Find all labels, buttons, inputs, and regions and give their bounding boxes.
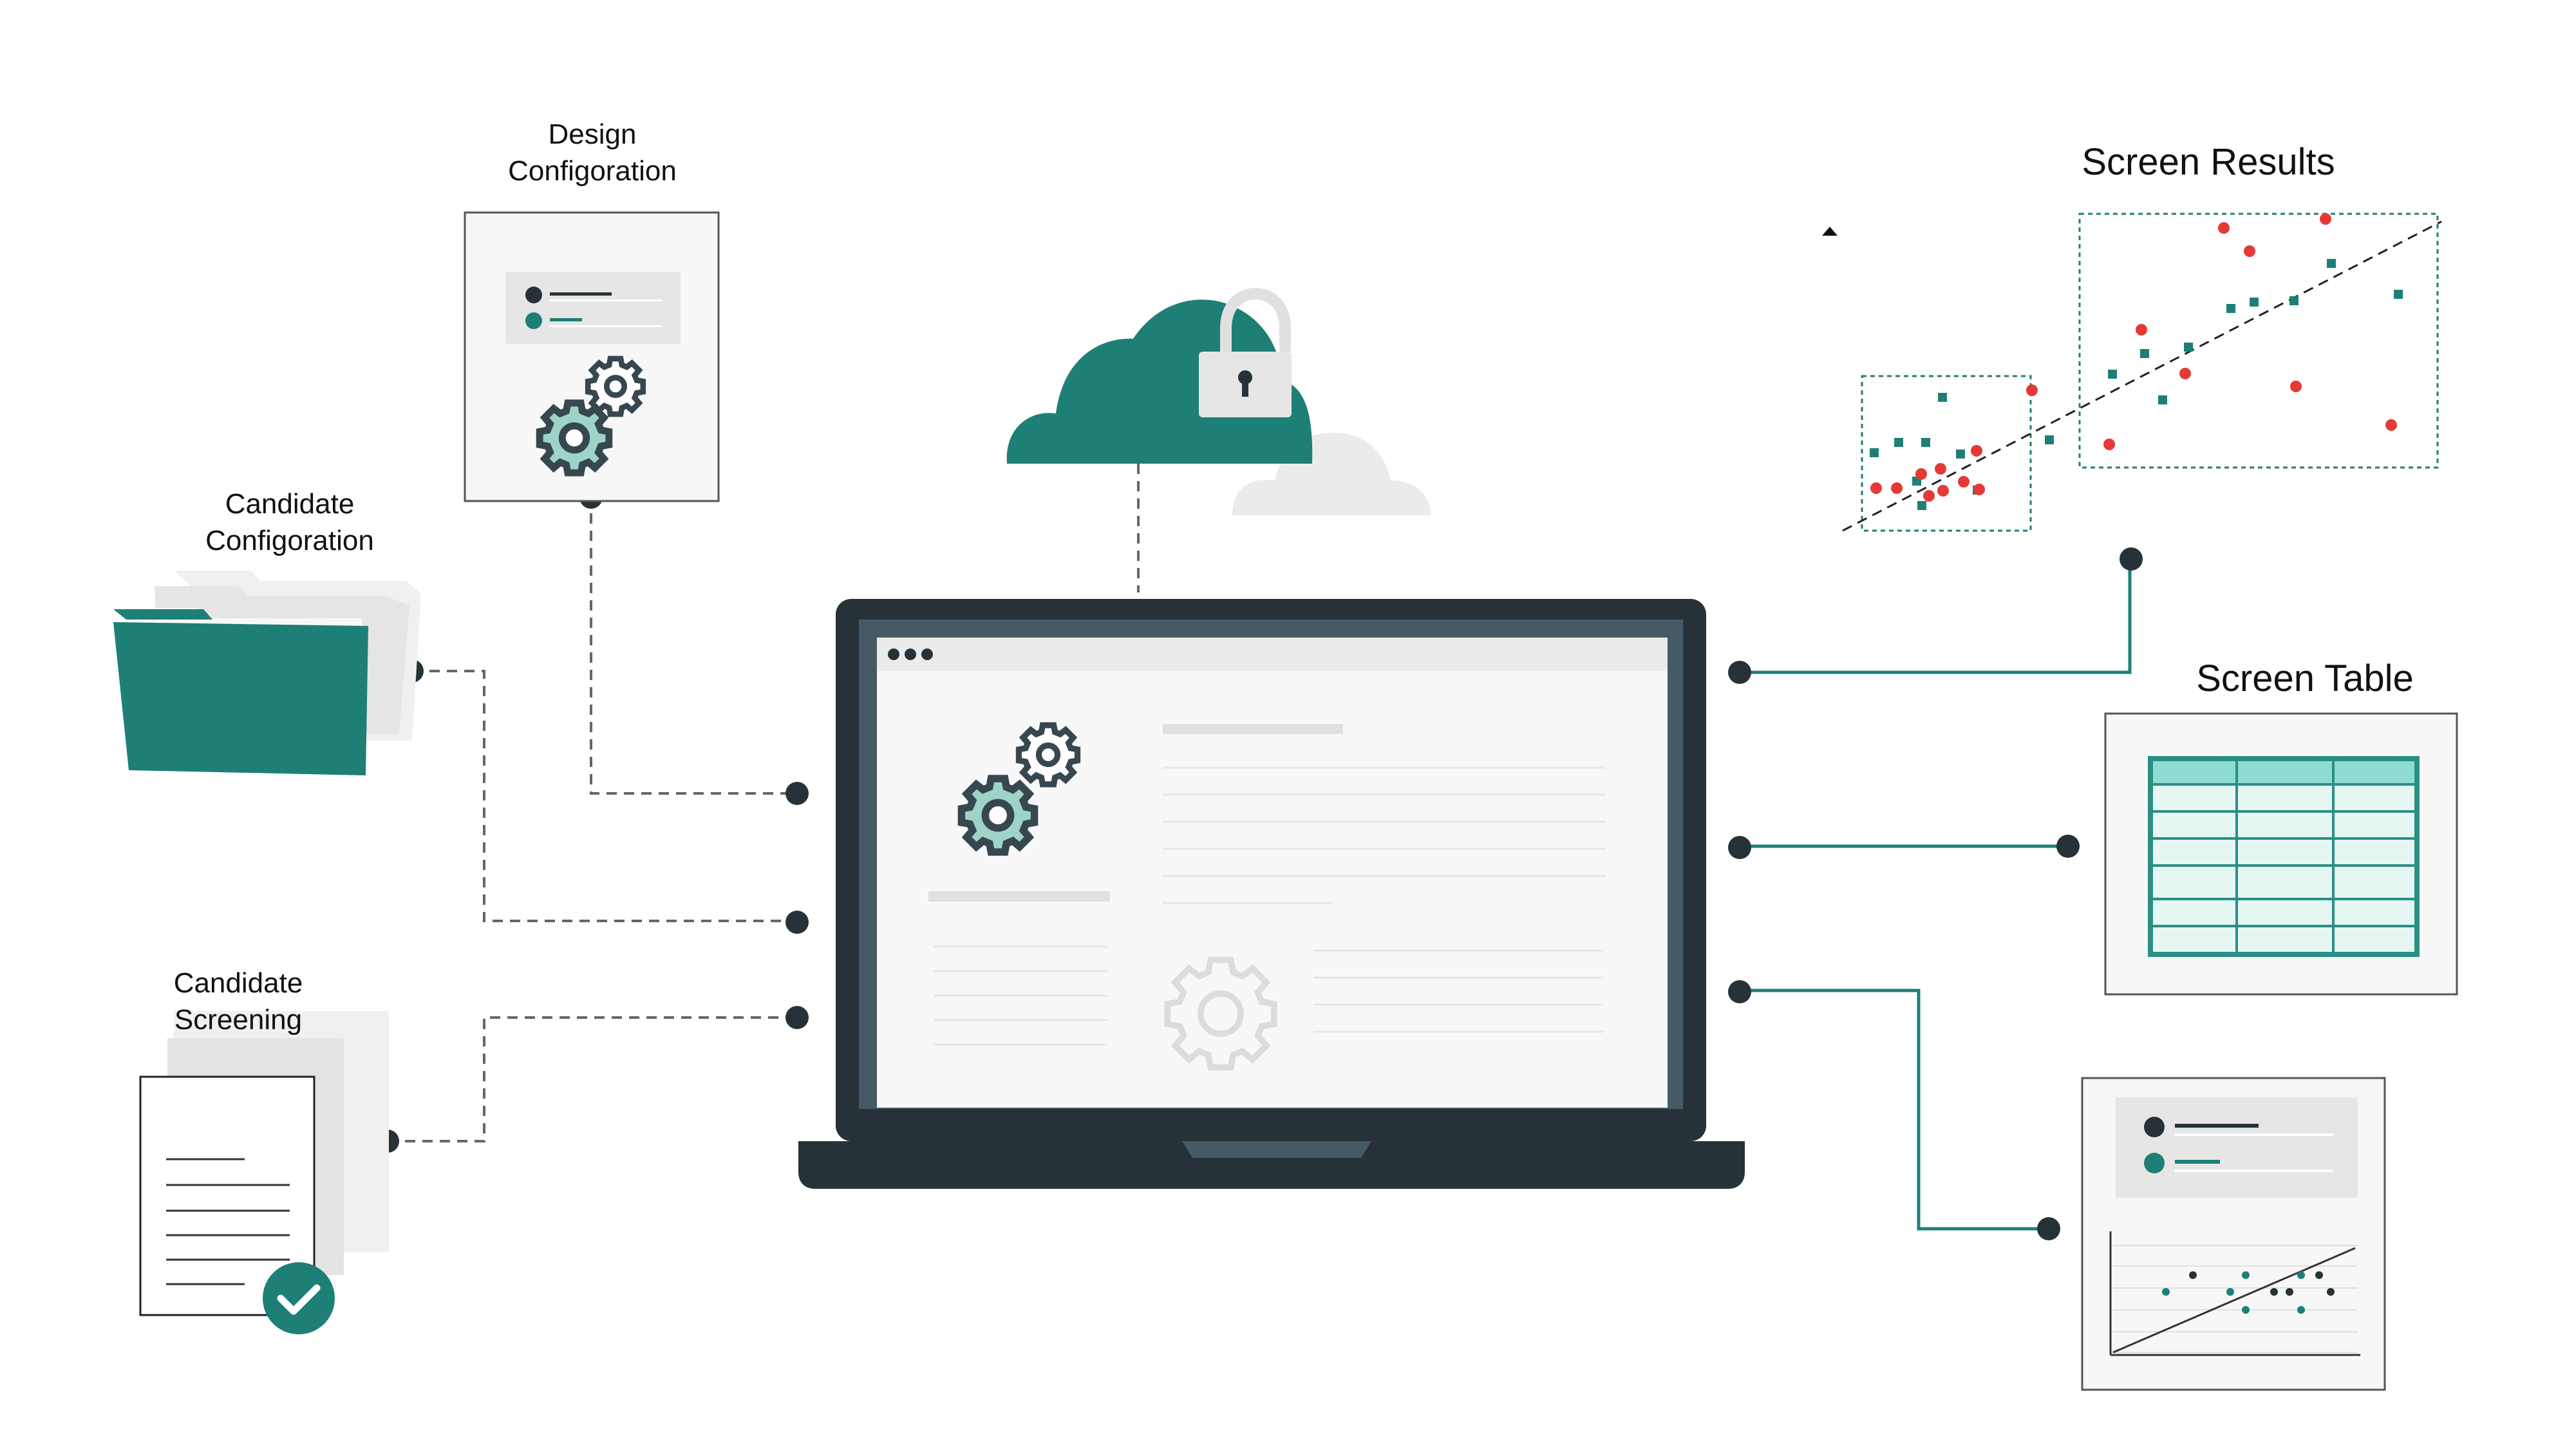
connector-report: [1740, 989, 2047, 1231]
label-candidate-screening: Candidate Screening: [103, 965, 373, 1038]
table-icon: [2104, 712, 2458, 996]
laptop-icon: [798, 599, 1745, 1189]
gear-icon: [540, 403, 609, 473]
connector-design: [590, 496, 798, 795]
label-screening-line1: Candidate: [173, 967, 303, 999]
label-candidate-config: Candidate Configoration: [148, 486, 431, 559]
gear-icon: [1019, 725, 1077, 784]
gear-icon: [961, 779, 1034, 852]
check-badge: [263, 1262, 335, 1334]
design-config-card: [464, 211, 720, 502]
solid-connectors: [1740, 559, 2132, 1231]
label-candidate-line2: Configoration: [205, 525, 374, 557]
dashed-connectors: [388, 464, 1140, 1142]
gear-icon: [1167, 960, 1274, 1068]
label-screen-table: Screen Table: [2196, 658, 2414, 699]
label-candidate-line1: Candidate: [225, 488, 355, 520]
gear-icon: [588, 359, 643, 414]
label-design-line1: Design: [548, 118, 637, 150]
label-design-line2: Configoration: [508, 155, 677, 187]
connector-dots: [376, 486, 2143, 1240]
folder-icon: [113, 571, 421, 775]
connector-screening: [388, 1016, 798, 1142]
cloud-lock-icon: [1006, 287, 1431, 515]
label-screening-line2: Screening: [174, 1004, 303, 1036]
connector-results: [1740, 559, 2132, 674]
connector-candidate-config: [412, 670, 798, 922]
label-screen-results: Screen Results: [2082, 141, 2335, 183]
scatter-plot-icon: [1822, 213, 2442, 532]
document-check-icon: [139, 1011, 389, 1334]
label-design-config: Design Configoration: [451, 116, 734, 189]
report-icon: [2081, 1077, 2386, 1391]
